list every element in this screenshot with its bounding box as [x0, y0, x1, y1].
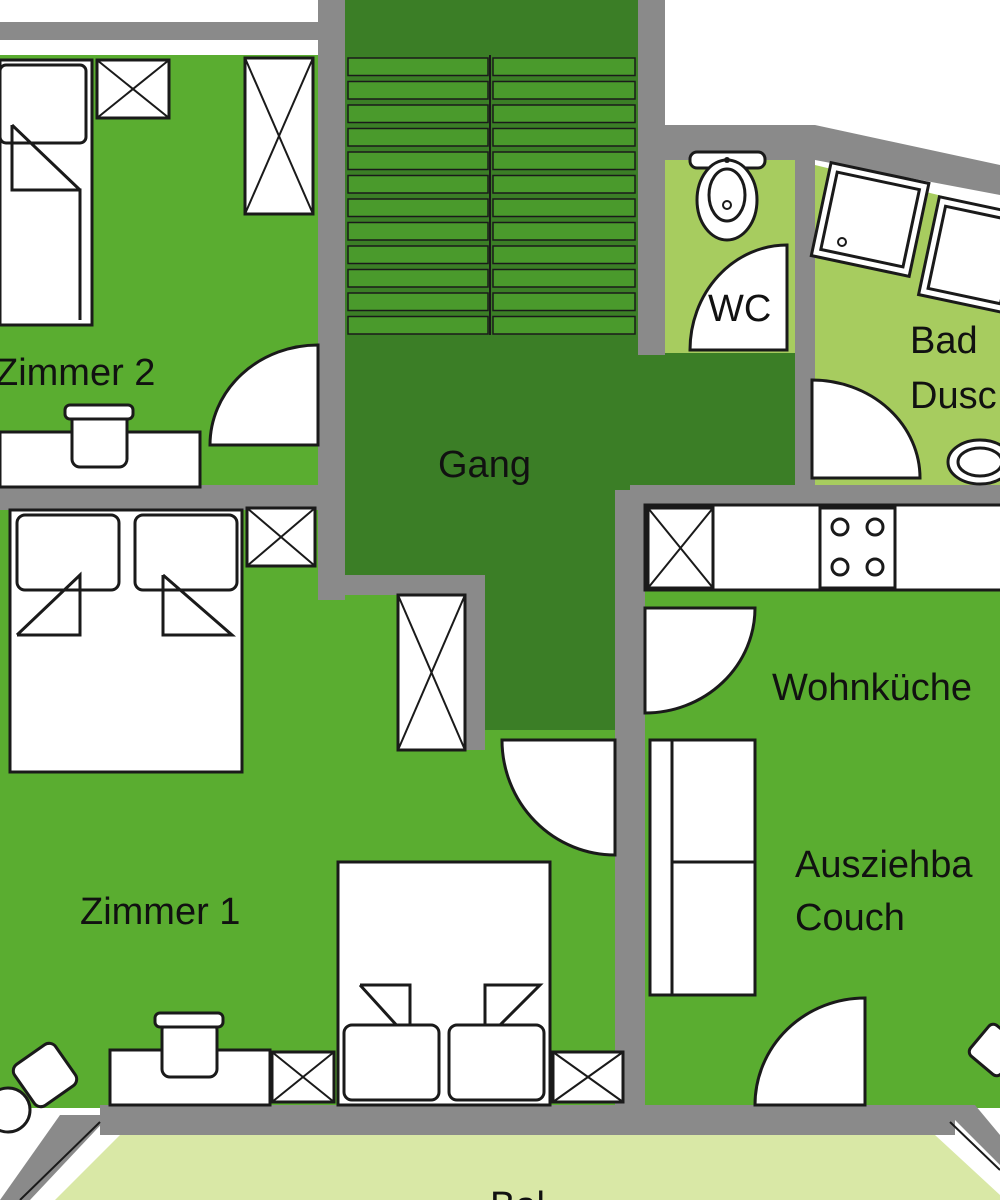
wohnkueche-furniture: [643, 503, 1000, 1107]
label-zimmer1: Zimmer 1: [80, 891, 240, 933]
armchair-zimmer1: [11, 1041, 79, 1109]
stove: [818, 506, 897, 590]
door-zimmer2: [208, 343, 320, 447]
shower-tray: [809, 160, 931, 279]
stair-tread: [347, 245, 489, 265]
stair-tread: [347, 315, 489, 335]
pillow-zimmer2: [0, 63, 88, 145]
label-couch-line1: Ausziehba: [795, 844, 973, 886]
stair-tread: [347, 151, 489, 171]
stair-tread: [492, 198, 636, 218]
stair-tread: [347, 221, 489, 241]
bad-fixtures: [809, 160, 1000, 486]
side-table-zimmer1: [0, 1086, 32, 1134]
door-bad: [810, 378, 922, 480]
label-balcony: Bal: [490, 1185, 545, 1200]
wc-fixtures: [688, 150, 789, 352]
door-terrace: [753, 996, 867, 1107]
stair-tread: [492, 221, 636, 241]
chair-zimmer1: [160, 1020, 219, 1079]
stair-tread: [492, 292, 636, 312]
stair-tread: [492, 104, 636, 124]
zimmer2-furniture: [0, 56, 320, 489]
stair-tread: [492, 57, 636, 77]
zimmer1-furniture: [0, 506, 625, 1134]
stair-tread: [347, 127, 489, 147]
stair-tread: [492, 315, 636, 335]
gang-floor: [345, 335, 795, 730]
stair-tread: [347, 198, 489, 218]
label-couch-line2: Couch: [795, 897, 905, 939]
staircase: [347, 55, 636, 335]
stair-tread: [492, 174, 636, 194]
stair-tread: [347, 268, 489, 288]
label-wc: WC: [708, 288, 771, 330]
stair-tread: [347, 174, 489, 194]
door-wohnkueche: [643, 606, 757, 715]
stair-tread: [492, 80, 636, 100]
sofa-bed: [648, 738, 757, 997]
stair-tread: [492, 127, 636, 147]
stair-tread: [492, 268, 636, 288]
label-dusche: Dusc: [910, 375, 997, 417]
door-wc: [688, 243, 789, 352]
label-gang: Gang: [438, 444, 531, 486]
stair-tread: [492, 245, 636, 265]
stair-tread: [347, 80, 489, 100]
label-wohnkueche: Wohnküche: [772, 667, 972, 709]
balcony-floor: [55, 1135, 1000, 1200]
stair-tread: [492, 151, 636, 171]
label-zimmer2: Zimmer 2: [0, 352, 155, 394]
label-bad: Bad: [910, 320, 978, 362]
stair-tread: [347, 104, 489, 124]
room-labels: Zimmer 2 Gang WC Bad Dusc Wohnküche Zimm…: [0, 288, 997, 1200]
door-zimmer1: [500, 738, 617, 857]
balcony-chair: [967, 1022, 1000, 1078]
bathtub: [916, 194, 1000, 316]
stair-tread: [347, 57, 489, 77]
sink-bad: [946, 438, 1000, 486]
stair-tread: [347, 292, 489, 312]
balcony-railing: [19, 1121, 1000, 1200]
